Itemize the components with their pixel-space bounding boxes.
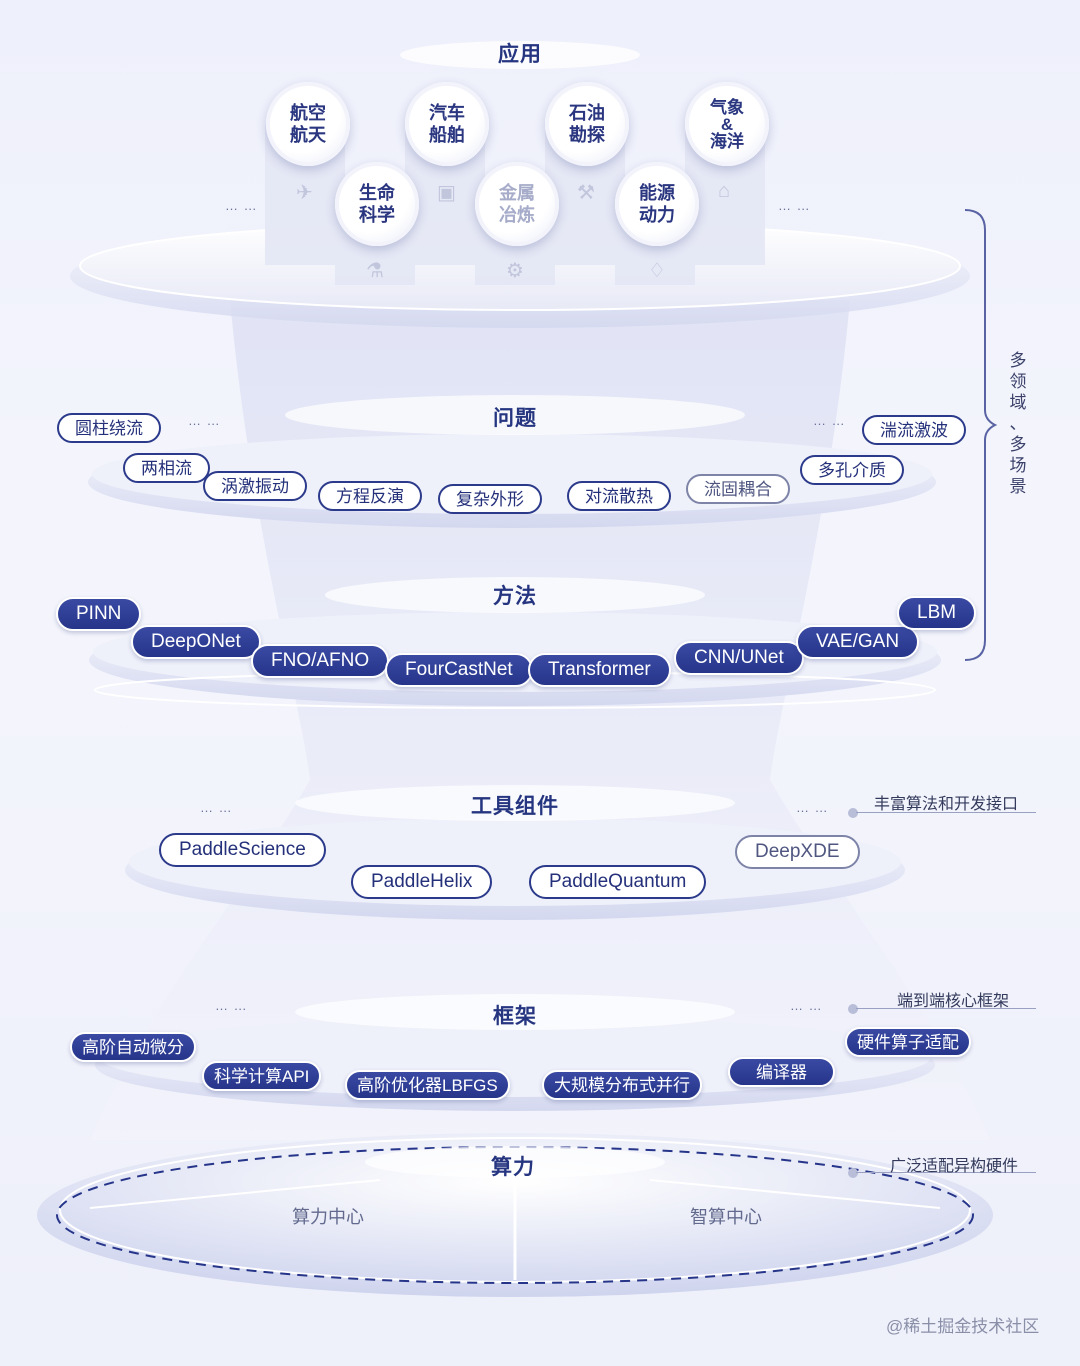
- compute-note-marker: [848, 1168, 858, 1178]
- method-item-cnn-unet[interactable]: CNN/UNet: [674, 641, 804, 675]
- tool-item-paddlequantum[interactable]: PaddleQuantum: [529, 865, 707, 899]
- problem-item-equation-inversion[interactable]: 方程反演: [318, 481, 422, 511]
- microscope-icon: ⚗: [366, 260, 384, 282]
- method-item-lbm[interactable]: LBM: [897, 596, 977, 630]
- field-bubble-meteorology[interactable]: 气象 & 海洋: [685, 82, 769, 166]
- gear-icon: ⚙: [506, 260, 524, 282]
- problem-item-vortex-vibration[interactable]: 涡激振动: [203, 471, 307, 501]
- tool-item-paddlescience[interactable]: PaddleScience: [159, 833, 326, 867]
- tool-item-deepxde[interactable]: DeepXDE: [735, 835, 860, 869]
- problem-ellipsis-right: … …: [813, 413, 846, 428]
- framework-note-line: [856, 1008, 1036, 1009]
- framework-item-auto-diff[interactable]: 高阶自动微分: [70, 1032, 196, 1062]
- drop-icon: ♢: [648, 260, 666, 282]
- field-bubble-metallurgy[interactable]: 金属 冶炼: [475, 162, 559, 246]
- method-item-pinn[interactable]: PINN: [56, 597, 142, 631]
- framework-item-scientific-api[interactable]: 科学计算API: [202, 1061, 322, 1091]
- tools-ellipsis-left: … …: [200, 800, 233, 815]
- rocket-icon: ✈: [296, 182, 313, 204]
- framework-note: 端到端核心框架: [897, 993, 1010, 1010]
- problem-item-two-phase-flow[interactable]: 两相流: [123, 453, 210, 483]
- problem-item-cylinder-flow[interactable]: 圆柱绕流: [57, 413, 161, 443]
- application-ellipsis-left: … …: [225, 198, 258, 213]
- framework-note-marker: [848, 1004, 858, 1014]
- method-item-transformer[interactable]: Transformer: [528, 653, 671, 687]
- application-layer-title: 应用: [498, 43, 542, 66]
- bus-icon: ▣: [437, 182, 456, 204]
- house-icon: ⌂: [718, 180, 731, 202]
- tools-note: 丰富算法和开发接口: [874, 796, 1019, 813]
- compute-center-left: 算力中心: [292, 1207, 364, 1227]
- tool-item-paddlehelix[interactable]: PaddleHelix: [351, 865, 493, 899]
- method-item-fno-afno[interactable]: FNO/AFNO: [251, 644, 390, 678]
- method-layer-title: 方法: [493, 585, 537, 608]
- tools-note-line: [856, 812, 1036, 813]
- problem-item-porous-media[interactable]: 多孔介质: [800, 455, 904, 485]
- compute-note-line: [856, 1172, 1036, 1173]
- framework-item-compiler[interactable]: 编译器: [728, 1057, 835, 1087]
- tools-layer-title: 工具组件: [471, 795, 559, 818]
- tools-note-marker: [848, 808, 858, 818]
- compute-note: 广泛适配异构硬件: [890, 1158, 1019, 1175]
- framework-item-lbfgs[interactable]: 高阶优化器LBFGS: [345, 1070, 510, 1100]
- method-item-fourcastnet[interactable]: FourCastNet: [385, 653, 533, 687]
- compute-center-right: 智算中心: [690, 1207, 762, 1227]
- field-bubble-petroleum[interactable]: 石油 勘探: [545, 82, 629, 166]
- problem-layer-title: 问题: [493, 407, 537, 430]
- oil-pump-icon: ⚒: [577, 182, 595, 204]
- framework-ellipsis-right: … …: [790, 998, 823, 1013]
- compute-layer-title: 算力: [491, 1156, 535, 1179]
- field-bubble-life-science[interactable]: 生命 科学: [335, 162, 419, 246]
- framework-item-distributed[interactable]: 大规模分布式并行: [542, 1070, 702, 1100]
- problem-item-convection-cooling[interactable]: 对流散热: [567, 481, 671, 511]
- method-item-vae-gan[interactable]: VAE/GAN: [796, 625, 920, 659]
- tools-ellipsis-right: … …: [796, 800, 829, 815]
- framework-item-hardware-ops[interactable]: 硬件算子适配: [845, 1027, 971, 1057]
- problem-ellipsis-left: … …: [188, 413, 221, 428]
- problem-item-complex-shape[interactable]: 复杂外形: [438, 484, 542, 514]
- watermark: @稀土掘金技术社区: [886, 1317, 1040, 1336]
- framework-layer-title: 框架: [493, 1005, 537, 1028]
- application-ellipsis-right: … …: [778, 198, 811, 213]
- field-bubble-aerospace[interactable]: 航空 航天: [266, 82, 350, 166]
- framework-ellipsis-left: … …: [215, 998, 248, 1013]
- method-item-deeponet[interactable]: DeepONet: [131, 625, 261, 659]
- field-bubble-energy[interactable]: 能源 动力: [615, 162, 699, 246]
- side-label: 多 领 域 、 多 场 景: [1009, 351, 1027, 496]
- field-bubble-automotive[interactable]: 汽车 船舶: [405, 82, 489, 166]
- problem-item-fluid-structure[interactable]: 流固耦合: [686, 474, 790, 504]
- problem-item-turbulent-shock[interactable]: 湍流激波: [862, 415, 966, 445]
